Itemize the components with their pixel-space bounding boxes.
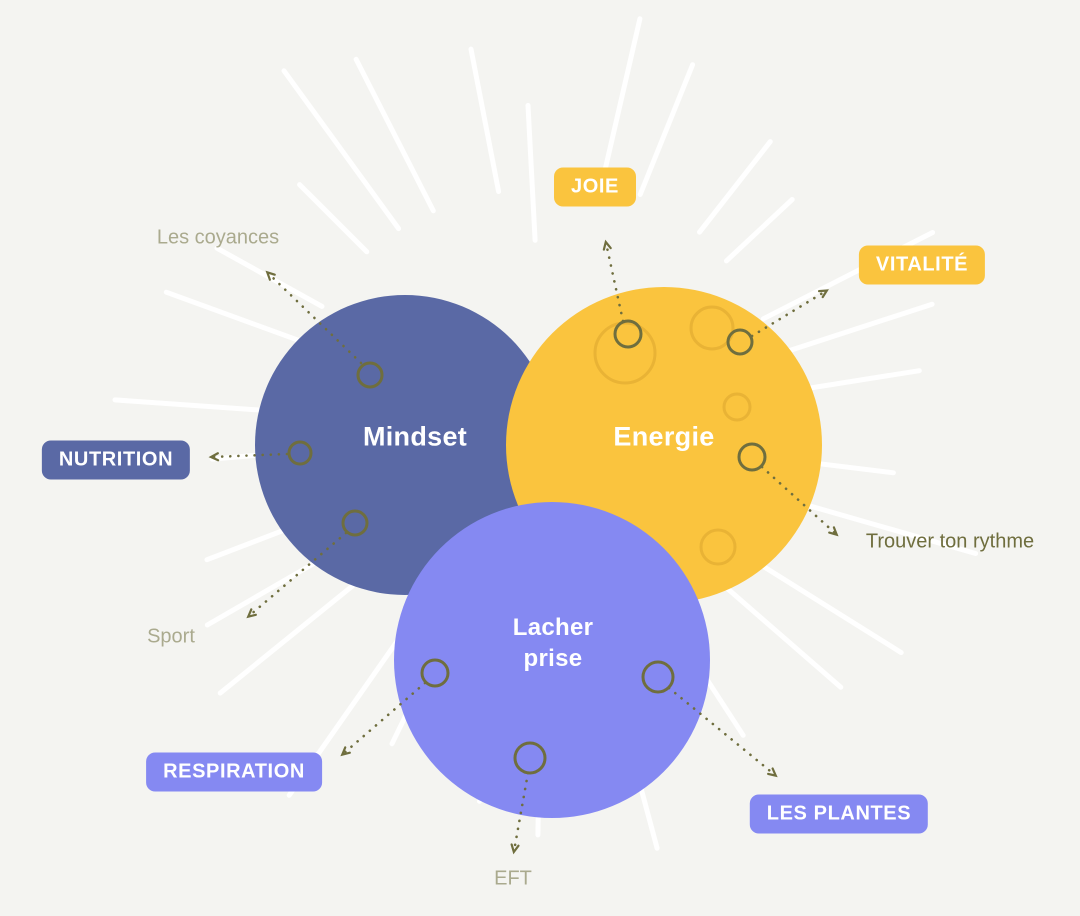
- arrow-joie: [602, 239, 625, 323]
- lacher-prise-circle: [394, 502, 710, 818]
- badge-respiration: RESPIRATION: [146, 752, 322, 792]
- arrow-sport: [246, 531, 348, 619]
- topic-rings: [287, 319, 767, 775]
- arrow-rythme: [760, 465, 839, 537]
- ring-sport: [341, 509, 369, 537]
- lacher-prise-title-line1: Lacher: [512, 613, 594, 641]
- arrow-respiration: [340, 681, 427, 757]
- faint-ring-1: [593, 321, 657, 385]
- ring-nutrition: [287, 440, 313, 466]
- faint-ring-3: [722, 392, 752, 422]
- lacher-prise-title: Lacher prise: [513, 612, 594, 674]
- label-eft: EFT: [494, 867, 532, 890]
- ring-rythme: [737, 442, 767, 472]
- faint-rings: [593, 305, 752, 566]
- mindset-title: Mindset: [362, 421, 468, 452]
- badge-nutrition: NUTRITION: [41, 440, 191, 480]
- ring-croyances: [356, 361, 384, 389]
- badge-joie: JOIE: [554, 167, 636, 207]
- ring-les-plantes: [641, 660, 675, 694]
- lacher-prise-title-line2: prise: [523, 645, 583, 672]
- arrow-vitalite: [750, 289, 829, 338]
- label-les-croyances: Les coyances: [156, 226, 280, 249]
- faint-ring-2: [689, 305, 735, 351]
- arrow-eft: [510, 771, 530, 855]
- label-trouver-ton-rythme: Trouver ton rythme: [865, 530, 1035, 553]
- label-sport: Sport: [147, 625, 195, 648]
- faint-ring-4: [699, 528, 737, 566]
- venn-circles: [255, 287, 822, 818]
- energie-title: Energie: [613, 421, 715, 452]
- badge-vitalite: VITALITÉ: [858, 245, 986, 285]
- ring-joie: [613, 319, 643, 349]
- arrow-les-plantes: [667, 686, 778, 778]
- arrow-croyances: [265, 270, 363, 365]
- dotted-arrows: [208, 239, 839, 855]
- ring-vitalite: [726, 328, 754, 356]
- ring-respiration: [420, 658, 450, 688]
- ring-eft: [513, 741, 547, 775]
- badge-les-plantes: LES PLANTES: [749, 794, 929, 834]
